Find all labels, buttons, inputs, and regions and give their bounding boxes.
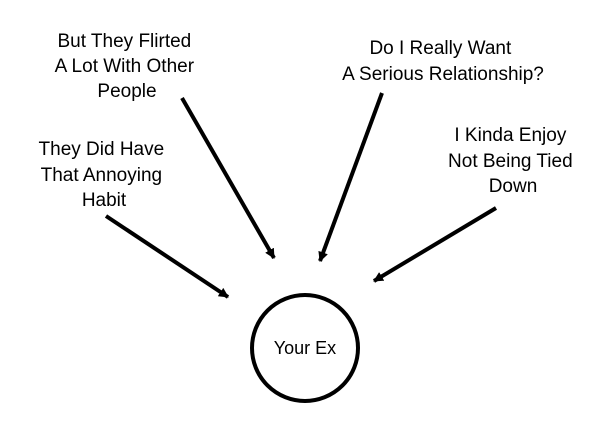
arrow-flirted [180, 97, 276, 259]
thought-flirted: But They Flirted A Lot With Other People [55, 31, 276, 259]
thought-annoying-habit-line-1: They Did Have [39, 139, 165, 160]
arrow-annoying-habit [104, 214, 230, 299]
thought-annoying-habit-text: They Did Have That Annoying Habit [39, 139, 170, 211]
thought-serious-relationship-line-2: A Serious Relationship? [342, 64, 544, 85]
thought-tied-down-line-3: Down [489, 176, 538, 197]
thought-flirted-line-3: People [97, 81, 156, 102]
thought-flirted-line-2: A Lot With Other [55, 56, 195, 77]
thought-flirted-line-1: But They Flirted [57, 31, 191, 52]
thought-tied-down-line-2: Not Being Tied [448, 151, 573, 172]
thought-annoying-habit: They Did Have That Annoying Habit [39, 139, 230, 299]
thought-serious-relationship-text: Do I Really Want A Serious Relationship? [342, 38, 544, 85]
center-label: Your Ex [274, 338, 336, 358]
thought-annoying-habit-line-3: Habit [82, 190, 127, 211]
arrow-serious-relationship [318, 92, 384, 262]
thought-serious-relationship: Do I Really Want A Serious Relationship? [318, 38, 544, 262]
thought-annoying-habit-line-2: That Annoying [41, 165, 162, 186]
thought-serious-relationship-line-1: Do I Really Want [369, 38, 512, 59]
arrow-tied-down [372, 206, 498, 283]
center-circle [250, 293, 360, 403]
thought-tied-down-line-1: I Kinda Enjoy [454, 125, 566, 146]
center-node: Your Ex [250, 293, 360, 403]
thought-tied-down: I Kinda Enjoy Not Being Tied Down [372, 125, 578, 283]
thought-flirted-text: But They Flirted A Lot With Other People [55, 31, 200, 102]
thought-tied-down-text: I Kinda Enjoy Not Being Tied Down [448, 125, 578, 197]
